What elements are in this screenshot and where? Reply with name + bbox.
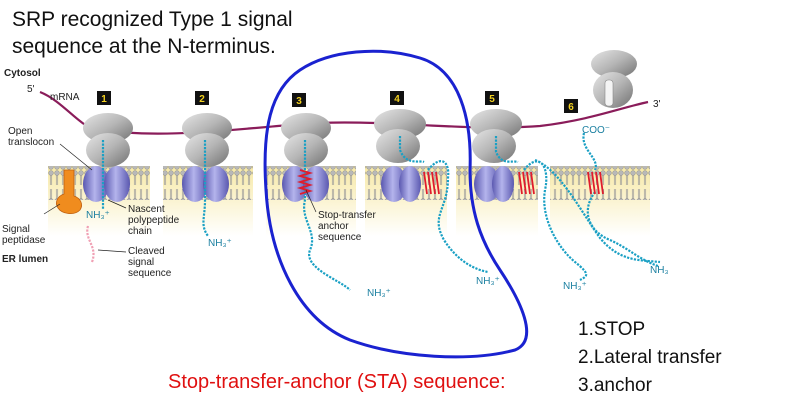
signal-peptidase-label: Signal peptidase [2, 224, 45, 246]
label-line: sequence [128, 268, 172, 279]
ribosome-4 [374, 109, 426, 163]
step-box-1: 1 [97, 91, 111, 105]
step-box-4: 4 [390, 91, 404, 105]
chain-2 [202, 140, 209, 237]
label-line: Stop-transfer [318, 210, 376, 221]
step-box-6: 6 [564, 99, 578, 113]
label-line: Signal [2, 224, 30, 235]
step-box-3: 3 [292, 93, 306, 107]
chain-3 [303, 140, 351, 291]
sta-step-2: 2.Lateral transfer [578, 347, 722, 368]
five-prime-label: 5' [27, 84, 35, 95]
nascent-chain-label: Nascent polypeptide chain [128, 204, 179, 237]
sta-step-1: 1.STOP [578, 319, 646, 340]
leader-cleaved [97, 249, 127, 253]
nh3-plus-label-5: NH₃⁺ [563, 281, 587, 292]
nh3-plus-label-4: NH₃⁺ [476, 276, 500, 287]
coo-minus-label: COO⁻ [582, 125, 611, 136]
nh3-plus-label-3: NH₃⁺ [367, 288, 391, 299]
translocon-2 [182, 166, 229, 202]
translocon-5 [474, 166, 514, 202]
ribosome-5 [470, 109, 522, 163]
translocon-4 [381, 166, 421, 202]
highlight-loop [263, 49, 529, 359]
step-number: 1 [101, 94, 107, 105]
leader-stop-transfer [305, 189, 317, 213]
anchor-helix-5 [518, 171, 535, 195]
cleaved-signal [86, 225, 95, 263]
sta-step-3: 3.anchor [578, 375, 652, 396]
anchor-helix-4 [423, 171, 440, 195]
cytosol-label: Cytosol [4, 68, 41, 79]
ribosome-3 [281, 113, 331, 167]
nh3-plus-label-2: NH₃⁺ [208, 238, 232, 249]
ribosome-1 [83, 113, 133, 167]
nh3-label-6: NH₃ [650, 265, 669, 276]
label-line: Cleaved [128, 246, 165, 257]
step-number: 6 [568, 102, 574, 113]
chain-4 [398, 136, 489, 274]
anchor-helix-6 [587, 171, 604, 195]
step-number: 4 [394, 94, 400, 105]
ribosome-2 [182, 113, 232, 167]
label-line: anchor [318, 221, 349, 232]
stop-transfer-label: Stop-transfer anchor sequence [318, 210, 376, 243]
step-number: 2 [199, 94, 205, 105]
label-line: Nascent [128, 204, 165, 215]
cleaved-signal-label: Cleaved signal sequence [128, 246, 171, 279]
signal-peptidase [56, 169, 82, 214]
leader-translocon [59, 143, 93, 171]
open-translocon-label: Open translocon [8, 126, 54, 148]
label-line: translocon [8, 137, 55, 148]
sta-steps-list: 1.STOP 2.Lateral transfer 3.anchor [578, 316, 722, 400]
ribosome-6-released [591, 50, 637, 108]
label-line: signal [128, 257, 155, 268]
step-number: 5 [489, 94, 495, 105]
mrna-label: mRNA [50, 92, 80, 103]
leader-peptidase [43, 203, 61, 215]
anchor-helix-3 [296, 169, 314, 195]
chain-5 [494, 136, 661, 281]
label-line: peptidase [2, 235, 46, 246]
title-line-2: sequence at the N-terminus. [12, 35, 276, 58]
three-prime-label: 3' [653, 99, 661, 110]
label-line: chain [128, 226, 152, 237]
leader-nascent [107, 199, 127, 209]
sta-heading: Stop-transfer-anchor (STA) sequence: [168, 371, 506, 393]
title-line-1: SRP recognized Type 1 signal [12, 8, 293, 31]
chain-6 [582, 132, 659, 268]
er-lumen-label: ER lumen [2, 254, 49, 265]
nh3-plus-label-1: NH₃⁺ [86, 210, 110, 221]
label-line: Open [8, 126, 33, 137]
step-number: 3 [296, 96, 302, 107]
label-line: polypeptide [128, 215, 180, 226]
step-box-5: 5 [485, 91, 499, 105]
step-box-2: 2 [195, 91, 209, 105]
slide-title: SRP recognized Type 1 signal sequence at… [12, 6, 293, 60]
label-line: sequence [318, 232, 362, 243]
